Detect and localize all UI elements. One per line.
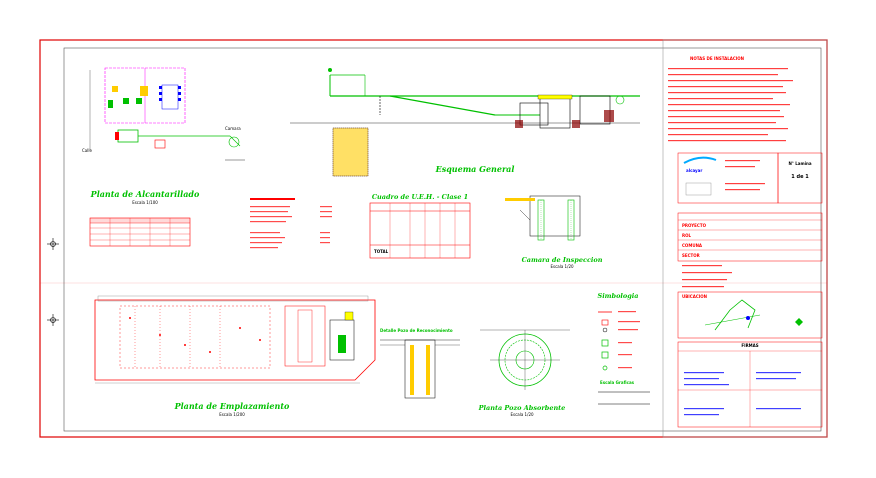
esquema-general: Esquema General xyxy=(290,68,640,177)
view-scale-camara: Escala 1/20 xyxy=(550,264,574,269)
view-scale-planta-alcantarillado: Escala 1/100 xyxy=(132,200,158,205)
svg-text:Camara: Camara xyxy=(225,126,241,131)
notes-title: NOTAS DE INSTALACION xyxy=(690,56,744,61)
escala-graficas-title: Escala Graficas xyxy=(600,380,635,385)
logo-text: alcayar xyxy=(686,168,702,173)
cuadro-ueh-total: TOTAL xyxy=(374,249,389,254)
simbologia: Simbologia Escala Graficas xyxy=(598,292,650,405)
camara-inspeccion: Camara de Inspeccion Escala 1/20 xyxy=(505,195,603,269)
view-title-planta-alcantarillado: Planta de Alcantarillado xyxy=(90,189,200,199)
sheet-label: N° Lamina xyxy=(788,161,811,166)
simbologia-title: Simbologia xyxy=(598,292,639,300)
sheet-number: 1 de 1 xyxy=(791,174,809,180)
inner-border xyxy=(63,47,822,432)
field-sector: SECTOR xyxy=(682,253,700,258)
outer-border xyxy=(39,39,828,438)
view-scale-emplazamiento: Escala 1/200 xyxy=(219,412,245,417)
view-title-pozo: Planta Pozo Absorbente xyxy=(478,404,566,412)
cuadro-ueh: Cuadro de U.E.H. - Clase 1 TOTAL xyxy=(369,193,471,259)
location-heading: UBICACION xyxy=(682,294,707,299)
registration-mark-bottom xyxy=(47,314,59,326)
table-artefactos xyxy=(89,217,191,247)
planta-alcantarillado: Camara Calle Planta de Alcantarillado Es… xyxy=(82,67,245,205)
detalle-pozo-title: Detalle Pozo de Reconocimiento xyxy=(380,328,453,333)
view-title-camara: Camara de Inspeccion xyxy=(522,256,603,264)
detalle-pozo: Detalle Pozo de Reconocimiento xyxy=(380,328,460,399)
registration-mark-top xyxy=(47,238,59,250)
view-title-emplazamiento: Planta de Emplazamiento xyxy=(174,401,290,411)
view-scale-pozo: Escala 1/20 xyxy=(510,412,534,417)
planta-emplazamiento: Planta de Emplazamiento Escala 1/200 xyxy=(94,295,376,417)
cuadro-ueh-title: Cuadro de U.E.H. - Clase 1 xyxy=(372,193,468,201)
view-title-esquema-general: Esquema General xyxy=(435,164,515,174)
field-proyecto: PROYECTO xyxy=(682,223,707,228)
planta-pozo-absorbente: Planta Pozo Absorbente Escala 1/20 xyxy=(478,329,570,417)
title-block-frame xyxy=(662,39,828,438)
firmas-heading: FIRMAS xyxy=(741,343,758,348)
calculo-text-block xyxy=(250,198,332,249)
title-block: NOTAS DE INSTALACION alcayar N° Lamina 1… xyxy=(668,56,823,428)
svg-text:Calle: Calle xyxy=(82,148,92,153)
field-comuna: COMUNA xyxy=(682,243,703,248)
field-rol: ROL xyxy=(682,233,691,238)
